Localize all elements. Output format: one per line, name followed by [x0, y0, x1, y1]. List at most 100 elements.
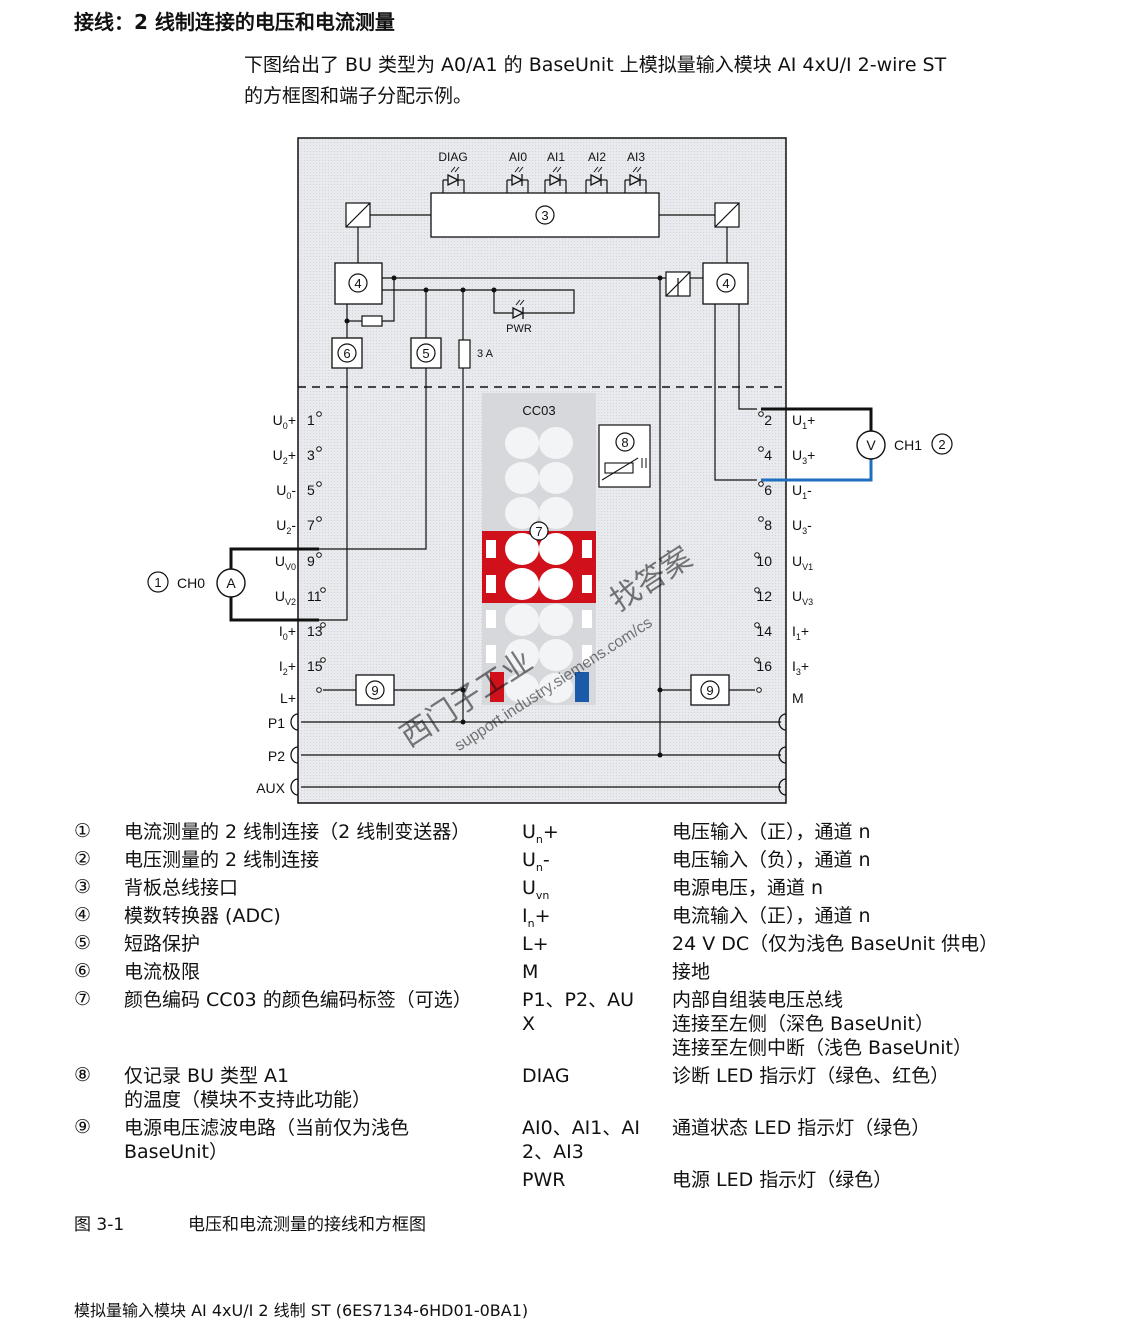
- legend-desc-1: 电压输入（正），通道 n: [672, 821, 871, 843]
- legend-text-5: 短路保护: [124, 933, 201, 955]
- callout-3: 3: [541, 208, 548, 223]
- callout-1: 1: [154, 575, 161, 590]
- legend-num-5: ⑤: [74, 932, 92, 954]
- left-terminal-number: 15: [307, 658, 323, 674]
- legend-sym-2: Un-: [522, 849, 550, 874]
- right-terminal-point: [754, 587, 760, 593]
- left-terminal-label: U0+: [273, 412, 296, 431]
- ch1-label: CH1: [894, 437, 922, 453]
- callout-2: 2: [938, 437, 945, 452]
- voltmeter-label: V: [866, 437, 876, 453]
- left-terminal-label: I0+: [279, 623, 296, 642]
- callout-9-left: 9: [371, 683, 378, 698]
- voltmeter-icon: [856, 430, 886, 460]
- left-terminal-point: [320, 587, 326, 593]
- left-terminal-number: 3: [307, 447, 315, 463]
- left-terminal-label: U0-: [276, 482, 296, 501]
- right-terminal-number: 6: [764, 482, 772, 498]
- callout-4-right: 4: [722, 276, 729, 291]
- legend-desc-9: 通道状态 LED 指示灯（绿色）: [672, 1117, 931, 1139]
- right-terminal-label: I1+: [792, 623, 809, 642]
- led-label-ai0: AI0: [509, 150, 527, 164]
- legend-sym-5: L+: [522, 933, 549, 955]
- ch1-negative-wire-internal: [714, 304, 757, 481]
- left-terminal-number: 13: [307, 623, 323, 639]
- legend-desc-8: 诊断 LED 指示灯（绿色、红色）: [672, 1065, 950, 1087]
- intro-paragraph: 下图给出了 BU 类型为 A0/A1 的 BaseUnit 上模拟量输入模块 A…: [244, 50, 1004, 112]
- callout-9-right: 9: [706, 683, 713, 698]
- thermistor-icon: [604, 462, 634, 474]
- right-terminal-number: 12: [756, 588, 772, 604]
- legend-num-9: ⑨: [74, 1116, 92, 1138]
- legend-desc-7a: 内部自组装电压总线: [672, 989, 844, 1011]
- resistor-icon: [361, 315, 383, 327]
- legend-desc-2: 电压输入（负），通道 n: [672, 849, 871, 871]
- filter-circuit-right-box: [690, 674, 730, 706]
- pwr-led-label: PWR: [506, 323, 532, 335]
- right-terminal-point: [756, 687, 762, 693]
- legend-text-8b: 的温度（模块不支持此功能）: [124, 1089, 372, 1111]
- cc03-label-strip: CC03 7: [482, 393, 596, 705]
- right-terminal-point: [758, 481, 764, 487]
- legend-text-7: 颜色编码 CC03 的颜色编码标签（可选）: [124, 989, 472, 1011]
- led-label-ai3: AI3: [627, 150, 645, 164]
- legend-desc-7b: 连接至左侧（深色 BaseUnit）: [672, 1013, 934, 1035]
- fuse-label: 3 A: [477, 348, 494, 360]
- left-terminal-label: U2-: [276, 517, 296, 536]
- right-terminal-point: [754, 657, 760, 663]
- isolator-right-icon: [714, 202, 740, 228]
- legend-text-2: 电压测量的 2 线制连接: [124, 849, 320, 871]
- ch1-negative-wiring: [761, 459, 873, 482]
- left-terminal-number: 5: [307, 482, 315, 498]
- right-terminal-number: 8: [764, 517, 772, 533]
- page-heading: 接线：2 线制连接的电压和电流测量: [74, 10, 395, 34]
- callout-4-left: 4: [354, 276, 361, 291]
- legend-sym-4: In+: [522, 905, 551, 930]
- left-terminal-point: [316, 516, 322, 522]
- intro-line-1: 下图给出了 BU 类型为 A0/A1 的 BaseUnit 上模拟量输入模块 A…: [244, 54, 947, 76]
- legend-desc-4: 电流输入（正），通道 n: [672, 905, 871, 927]
- legend-text-9b: BaseUnit）: [124, 1141, 228, 1163]
- right-terminal-point: [758, 411, 764, 417]
- figure-number: 图 3-1: [74, 1215, 125, 1235]
- legend-num-8: ⑧: [74, 1064, 92, 1086]
- right-terminal-number: 2: [764, 412, 772, 428]
- callout-6: 6: [343, 346, 350, 361]
- right-terminal-label: UV1: [792, 553, 813, 572]
- legend-sym-6: M: [522, 961, 539, 983]
- temperature-sensor-box: 8: [598, 424, 651, 488]
- legend-text-6: 电流极限: [124, 961, 201, 983]
- left-terminal-number: 11: [307, 588, 322, 604]
- legend-num-4: ④: [74, 904, 92, 926]
- legend-num-6: ⑥: [74, 960, 92, 982]
- legend-num-2: ②: [74, 848, 92, 870]
- left-terminal-point: [316, 552, 322, 558]
- right-terminal-number: 14: [756, 623, 772, 639]
- legend-sym-7b: X: [522, 1013, 536, 1035]
- left-terminal-label: L+: [280, 690, 296, 706]
- callout-8: 8: [621, 435, 628, 450]
- left-terminal-label: U2+: [273, 447, 296, 466]
- legend-desc-3: 电源电压，通道 n: [672, 877, 824, 899]
- right-terminal-point: [758, 446, 764, 452]
- legend-sym-1: Un+: [522, 821, 559, 846]
- bus-label-p1: P1: [268, 715, 285, 731]
- right-terminal-number: 4: [764, 447, 772, 463]
- left-terminal-number: 9: [307, 553, 315, 569]
- right-terminal-number: 10: [756, 553, 772, 569]
- right-terminal-label: UV3: [792, 588, 813, 607]
- legend-text-1: 电流测量的 2 线制连接（2 线制变送器）: [124, 821, 471, 843]
- legend-text-8a: 仅记录 BU 类型 A1: [124, 1065, 290, 1087]
- left-terminal-label: I2+: [279, 658, 296, 677]
- ammeter-icon: [216, 568, 246, 598]
- legend-desc-7: 内部自组装电压总线连接至左侧（深色 BaseUnit）连接至左侧中断（浅色 Ba…: [672, 988, 1092, 1060]
- ch1-positive-wiring: [761, 407, 873, 431]
- legend-desc-7c: 连接至左侧中断（浅色 BaseUnit）: [672, 1037, 972, 1059]
- callout-5: 5: [422, 346, 429, 361]
